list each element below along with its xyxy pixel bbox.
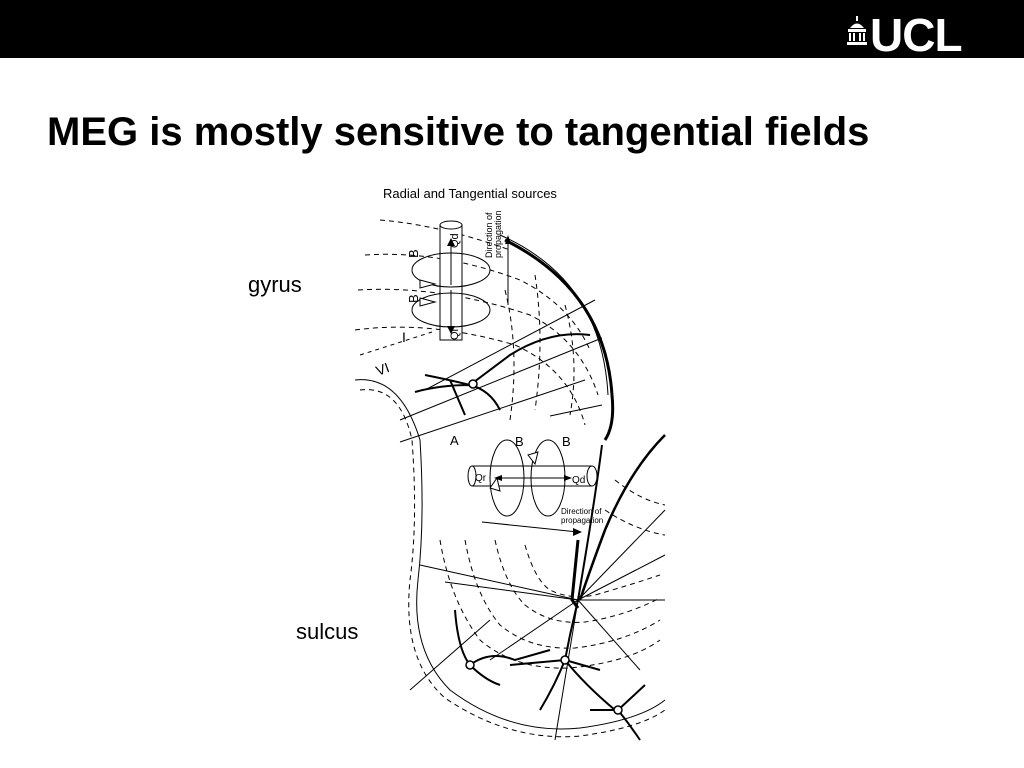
tangential-direction-line1: Direction of [561,507,602,516]
radial-direction-line2: propagation [493,210,503,258]
figure-heading: Radial and Tangential sources [383,186,557,201]
portico-dome-icon [847,16,867,45]
radial-fiber-line [577,599,641,671]
cortex-surface-line [499,234,609,396]
tangential-propagation-arrow [481,521,579,533]
tangential-b-right: B [562,434,571,449]
radial-fiber-line [577,554,666,601]
magnetic-field-loop [411,292,491,328]
tangential-source: Qr Qd [467,439,598,517]
radial-b-upper: B [406,249,421,258]
radial-b-lower: B [406,294,421,303]
radial-qr-label: Qr [449,327,461,340]
pyramidal-neuron [414,333,591,416]
layer-contour [464,539,661,649]
radial-fiber-line [577,509,666,601]
neuron-soma [560,655,570,665]
ucl-logo: UCL [846,9,996,61]
sulcus-label: sulcus [296,619,359,644]
radial-fiber-line [554,599,579,741]
layer-vi-label: VI [374,359,392,379]
magnetic-field-loop [411,252,491,288]
gyrus-label: gyrus [248,272,302,297]
tangential-qr-label: Qr [475,473,487,484]
layer-i-label: I [402,329,406,345]
pyramidal-neuron [454,609,551,686]
cortex-surface-line [504,238,615,441]
tangential-b-left: B [515,434,524,449]
layer-contour [494,539,661,623]
slide-title: MEG is mostly sensitive to tangential fi… [47,110,870,154]
radial-fiber-line [489,599,579,661]
neuron-soma [468,379,478,389]
header-bar: UCL [0,0,1024,58]
radial-fiber-line [549,404,603,417]
cortex-diagram: Radial and Tangential sources B B Qd Qr … [354,186,666,741]
radial-direction-line1: Direction of [484,212,494,258]
layer-contour [357,288,599,396]
radial-fiber-line [444,581,579,601]
layer-contour [364,253,591,351]
neuron-soma [465,660,475,670]
layer-tick [359,331,433,356]
layer-contour [524,544,661,598]
tangential-direction-line2: propagation [561,516,603,525]
tangential-a-label: A [450,433,459,448]
radial-fiber-line [419,564,579,601]
radial-fiber-line [399,337,603,421]
radial-fiber-line [424,299,596,391]
layer-contour [564,304,575,416]
radial-fiber-line [409,619,491,691]
tangential-qd-label: Qd [572,475,585,486]
neuron-soma [613,705,623,715]
layer-contour [439,539,661,669]
radial-source: B B Qd Qr [406,220,491,341]
sulcus-fundus-line [570,539,580,609]
layer-contour [354,326,586,426]
radial-qd-label: Qd [449,233,461,248]
layer-contour [614,479,666,506]
white-matter-boundary [354,379,666,730]
radial-fiber-line [399,379,586,443]
sulcus-wall-line [578,434,666,601]
layer-contour [604,509,666,536]
sulcus-wall-line [577,444,603,601]
logo-text: UCL [870,9,963,61]
